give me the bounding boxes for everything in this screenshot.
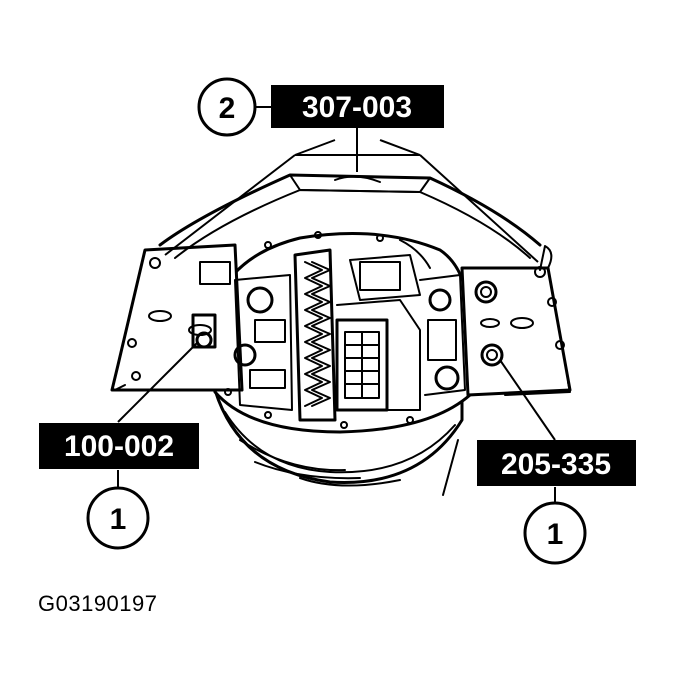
- tool-label-box: [39, 423, 199, 469]
- callout-number: 1: [547, 518, 564, 551]
- callout-number-circle: [197, 77, 257, 137]
- callout-1-left: 100-002 1: [39, 423, 199, 550]
- callout-number-circle: [523, 501, 587, 565]
- callout-2: 2 307-003: [197, 77, 444, 137]
- tool-number-label: 205-335: [501, 448, 611, 481]
- callout-number: 2: [219, 92, 236, 125]
- callout-number: 1: [110, 503, 127, 536]
- callout-number-circle: [86, 486, 150, 550]
- callout-1-right: 205-335 1: [477, 440, 636, 565]
- tool-label-box: [477, 440, 636, 486]
- tool-number-label: 307-003: [302, 91, 412, 124]
- image-code: G03190197: [38, 591, 158, 616]
- tool-number-label: 100-002: [64, 430, 174, 463]
- leader-lines: [117, 106, 556, 503]
- tool-label-box: [271, 85, 444, 128]
- transmission-illustration: [110, 173, 572, 496]
